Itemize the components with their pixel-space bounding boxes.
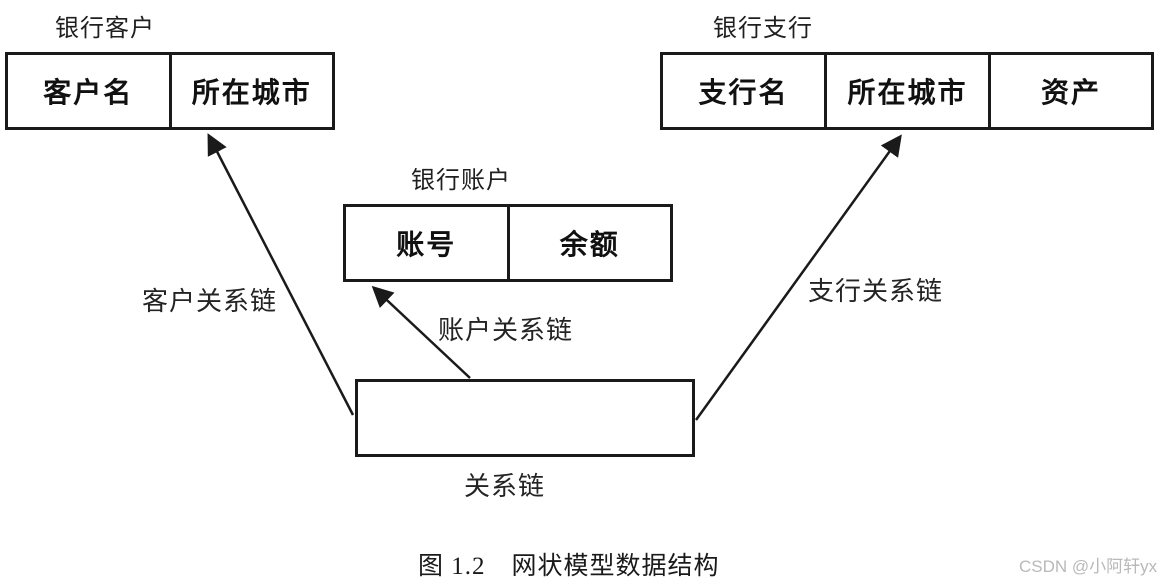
account-chain-label: 账户关系链 — [438, 315, 574, 345]
branch-assets-cell: 资产 — [1040, 77, 1101, 108]
account-balance-cell: 余额 — [559, 229, 620, 260]
customer-chain-arrow — [207, 133, 355, 416]
customer-table-title: 银行客户 — [55, 15, 155, 42]
account-table-title: 银行账户 — [411, 167, 511, 194]
customer-table: 客户名 所在城市 — [5, 52, 335, 130]
customer-chain-label: 客户关系链 — [142, 286, 278, 316]
branch-city-cell: 所在城市 — [827, 55, 991, 127]
branch-name-cell: 支行名 — [663, 55, 827, 127]
figure-caption: 图 1.2 网状模型数据结构 — [418, 553, 720, 580]
account-number-cell: 账号 — [346, 207, 510, 279]
branch-table: 支行名 所在城市 资产 — [660, 52, 1154, 130]
customer-name-cell: 客户名 — [8, 55, 172, 127]
branch-table-title: 银行支行 — [713, 15, 813, 42]
link-box-label: 关系链 — [464, 471, 546, 501]
customer-city-cell: 所在城市 — [191, 77, 312, 108]
account-table: 账号 余额 — [343, 204, 673, 282]
link-record-box — [355, 379, 695, 457]
branch-chain-label: 支行关系链 — [808, 276, 944, 306]
csdn-watermark: CSDN @小阿轩yx — [1019, 557, 1158, 576]
